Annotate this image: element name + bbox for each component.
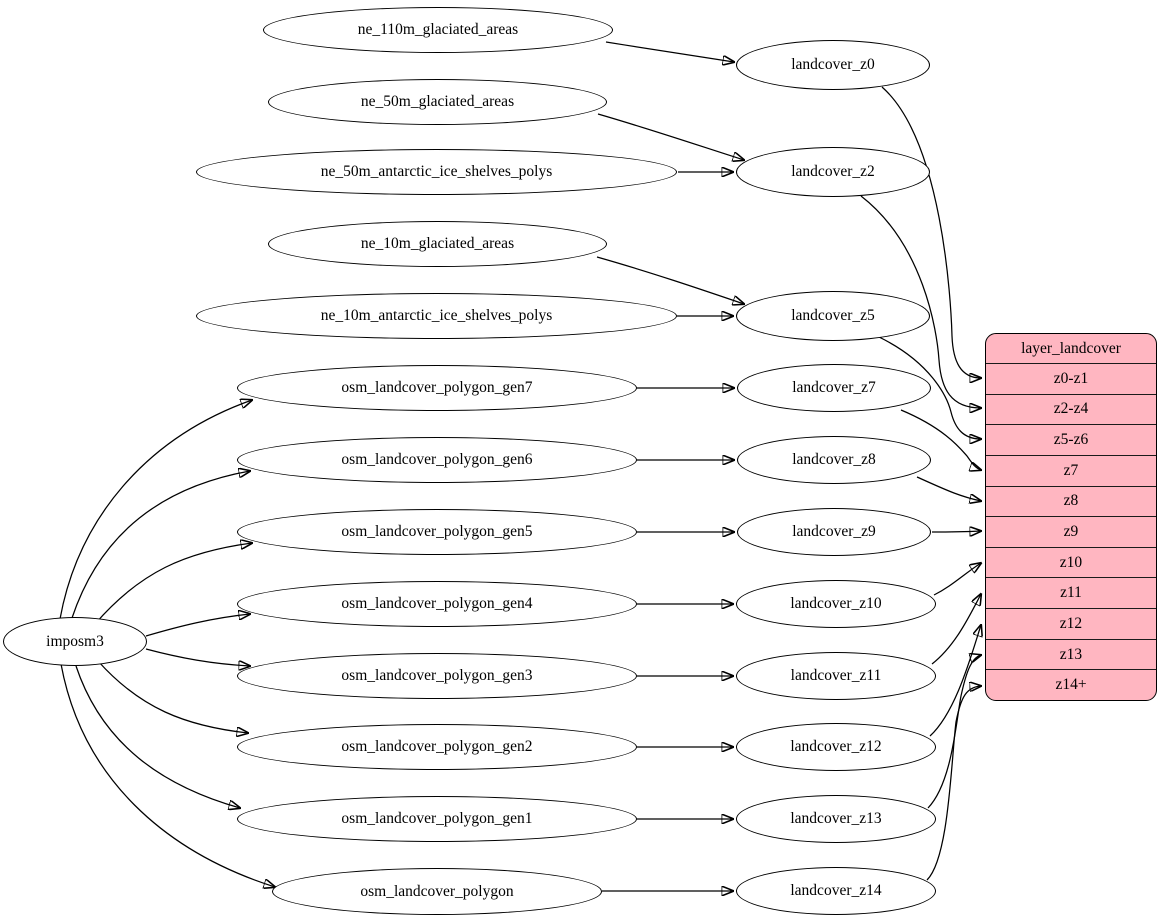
node-label: landcover_z12 (790, 738, 882, 755)
edge-z8-to-row-z8 (916, 476, 981, 501)
edge-z5-to-row-z5-z6 (878, 336, 981, 439)
node-label: landcover_z8 (792, 451, 876, 468)
edge-z12-to-row-z12 (929, 625, 981, 737)
table-row-z11: z11 (986, 578, 1156, 610)
edge-z7-to-row-z7 (900, 409, 981, 470)
table-title: layer_landcover (986, 334, 1156, 364)
node-landcover-z7: landcover_z7 (737, 364, 931, 412)
node-label: landcover_z14 (790, 882, 882, 899)
node-label: osm_landcover_polygon_gen4 (341, 595, 533, 612)
table-row-z0-z1: z0-z1 (986, 364, 1156, 395)
edge-imposm3-to-gen6 (71, 471, 250, 619)
node-label: osm_landcover_polygon_gen3 (341, 667, 533, 684)
node-landcover-z2: landcover_z2 (736, 147, 930, 197)
node-osm-landcover-polygon: osm_landcover_polygon (272, 868, 602, 915)
edge-z0-to-row-z0-z1 (881, 86, 981, 378)
edge-z10-to-row-z10 (933, 563, 981, 596)
edge-z11-to-row-z11 (931, 594, 981, 665)
node-landcover-z12: landcover_z12 (736, 723, 936, 771)
node-label: landcover_z10 (790, 595, 882, 612)
edge-z14-to-row-z14plus (926, 686, 981, 881)
node-ne-50m-glaciated-areas: ne_50m_glaciated_areas (268, 79, 607, 125)
node-label: landcover_z5 (791, 307, 875, 324)
table-row-z9: z9 (986, 517, 1156, 548)
node-landcover-z5: landcover_z5 (736, 291, 930, 341)
node-label: imposm3 (46, 632, 104, 650)
node-label: landcover_z13 (790, 810, 882, 827)
node-label: osm_landcover_polygon_gen1 (341, 810, 533, 827)
edge-imposm3-to-gen5 (94, 543, 252, 625)
node-label: osm_landcover_polygon_gen7 (341, 379, 533, 396)
table-row-z7: z7 (986, 456, 1156, 487)
table-row-z10: z10 (986, 548, 1156, 579)
node-landcover-z10: landcover_z10 (736, 580, 936, 628)
node-osm-landcover-polygon-gen3: osm_landcover_polygon_gen3 (237, 653, 637, 699)
edge-imposm3-to-gen3 (145, 648, 250, 666)
node-ne-50m-antarctic-ice-shelves-polys: ne_50m_antarctic_ice_shelves_polys (196, 149, 677, 195)
node-landcover-z0: landcover_z0 (736, 40, 930, 90)
node-label: osm_landcover_polygon_gen2 (341, 738, 533, 755)
edge-imposm3-to-gen4 (145, 614, 250, 637)
table-row-z8: z8 (986, 487, 1156, 518)
table-row-z14plus: z14+ (1055, 676, 1087, 694)
edge-imposm3-to-gen7 (59, 400, 252, 620)
node-landcover-z8: landcover_z8 (737, 436, 931, 484)
node-label: landcover_z2 (791, 163, 875, 180)
edge-z13-to-row-z13 (927, 655, 981, 809)
node-label: ne_10m_glaciated_areas (360, 235, 515, 252)
node-landcover-z14: landcover_z14 (736, 867, 936, 915)
node-label: landcover_z0 (791, 56, 875, 73)
edge-imposm3-to-gen1 (75, 665, 240, 808)
node-ne-10m-antarctic-ice-shelves-polys: ne_10m_antarctic_ice_shelves_polys (196, 293, 677, 339)
node-label: landcover_z9 (792, 523, 876, 540)
node-label: landcover_z11 (790, 667, 882, 684)
node-landcover-z11: landcover_z11 (736, 652, 936, 700)
node-ne-10m-glaciated-areas: ne_10m_glaciated_areas (268, 221, 607, 267)
edge-imposm3-to-gen2 (97, 660, 248, 733)
node-label: ne_50m_antarctic_ice_shelves_polys (320, 163, 553, 180)
node-osm-landcover-polygon-gen5: osm_landcover_polygon_gen5 (237, 509, 637, 555)
node-label: osm_landcover_polygon_gen6 (341, 451, 533, 468)
table-row-z13: z13 (986, 640, 1156, 671)
node-label: ne_10m_antarctic_ice_shelves_polys (320, 307, 553, 324)
node-landcover-z13: landcover_z13 (736, 795, 936, 843)
edge-ne110m-to-z0 (605, 41, 734, 62)
node-label: osm_landcover_polygon_gen5 (341, 523, 533, 540)
node-label: ne_110m_glaciated_areas (357, 21, 519, 38)
node-landcover-z9: landcover_z9 (737, 508, 931, 556)
edge-ne50m-glaciated-to-z2 (597, 113, 744, 160)
node-osm-landcover-polygon-gen4: osm_landcover_polygon_gen4 (237, 581, 637, 627)
node-label: osm_landcover_polygon (360, 882, 514, 900)
node-label: ne_50m_glaciated_areas (360, 93, 515, 110)
edge-z9-to-row-z9 (931, 531, 981, 532)
edge-ne10m-glaciated-to-z5 (596, 256, 744, 304)
table-row-z2-z4: z2-z4 (986, 395, 1156, 426)
node-ne-110m-glaciated-areas: ne_110m_glaciated_areas (263, 7, 613, 53)
node-label: landcover_z7 (792, 379, 876, 396)
node-osm-landcover-polygon-gen1: osm_landcover_polygon_gen1 (237, 796, 637, 842)
node-osm-landcover-polygon-gen6: osm_landcover_polygon_gen6 (237, 437, 637, 483)
edge-imposm3-to-polygon (60, 663, 275, 887)
node-osm-landcover-polygon-gen2: osm_landcover_polygon_gen2 (237, 724, 637, 770)
table-row-z12: z12 (986, 609, 1156, 640)
node-osm-landcover-polygon-gen7: osm_landcover_polygon_gen7 (237, 365, 637, 411)
table-row-z5-z6: z5-z6 (986, 425, 1156, 456)
edge-z2-to-row-z2-z4 (860, 195, 981, 408)
node-imposm3: imposm3 (3, 617, 147, 666)
table-layer-landcover: layer_landcover z0-z1 z2-z4 z5-z6 z7 z8 … (985, 333, 1157, 701)
